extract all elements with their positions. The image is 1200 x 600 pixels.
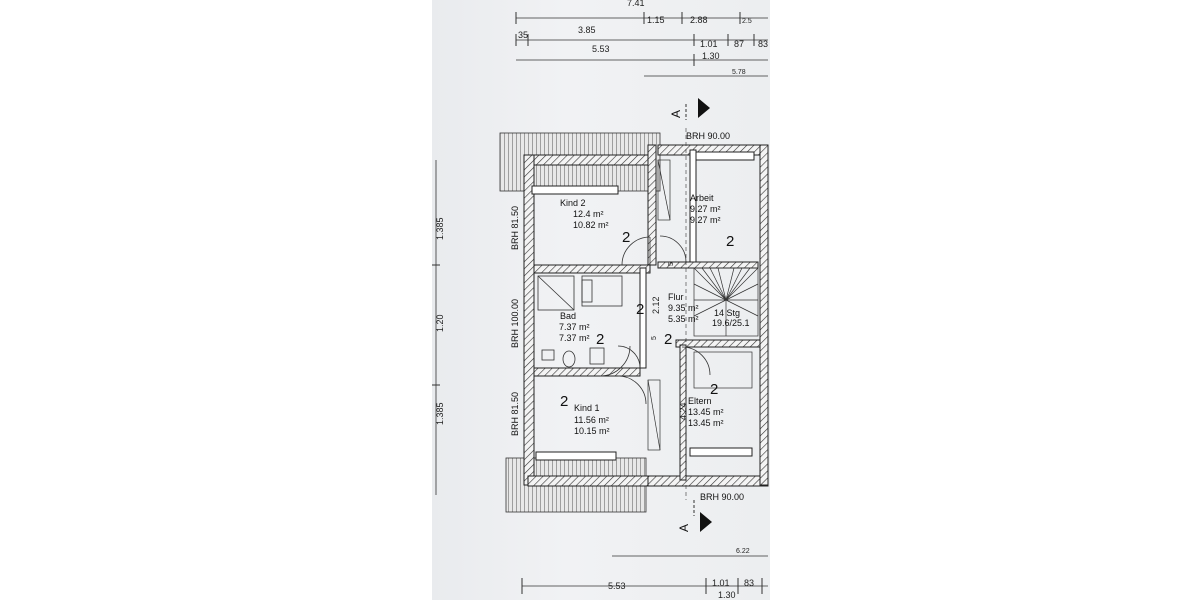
dim-row2-3: 1.01: [700, 39, 718, 49]
room-count-arbeit: 2: [726, 233, 734, 250]
dim-top-4: 2.5: [742, 18, 752, 25]
dim-bottom-1: 5.53: [608, 581, 626, 591]
room-name-eltern: Eltern: [688, 396, 712, 406]
bottom-dimension-chain: 6.22 5.53 1.01 83 1.30: [521, 548, 768, 600]
dim-left-3: 1.385: [435, 402, 445, 425]
dim-left-2: 1.20: [435, 314, 445, 332]
dim-row2-5: 83: [758, 39, 768, 49]
dim-row2-2: 5.53: [592, 44, 610, 54]
room-area1-bad: 7.37 m²: [559, 322, 590, 332]
dim-small-top: 5.78: [732, 69, 746, 76]
dim-top-1: 3.85: [578, 25, 596, 35]
room-area2-kind1: 10.15 m²: [574, 426, 610, 436]
stair-steps: 14 Stg: [714, 308, 740, 318]
room-eltern[interactable]: Eltern 13.45 m² 13.45 m² 2: [688, 381, 724, 428]
dim-bottom-4: 1.30: [718, 590, 736, 600]
section-marker-bottom: A: [677, 500, 712, 532]
floor-plan: 7.41 3.85 1.15 2.88 2.5 35 5.53 1.01 87 …: [432, 0, 769, 600]
brh-left-3: BRH 81.50: [510, 392, 520, 436]
left-dimension-chain: 1.385 1.20 1.385: [432, 160, 445, 495]
door-swings: [599, 235, 711, 405]
room-name-kind1: Kind 1: [574, 403, 600, 413]
dim-top-2: 1.15: [647, 15, 665, 25]
dim-row3-1: 1.30: [702, 51, 720, 61]
room-area2-bad: 7.37 m²: [559, 333, 590, 343]
room-area2-kind2: 10.82 m²: [573, 220, 609, 230]
room-count-eltern: 2: [710, 381, 718, 398]
room-name-arbeit: Arbeit: [690, 193, 714, 203]
dim-bottom-3: 83: [744, 578, 754, 588]
room-name-kind2: Kind 2: [560, 198, 586, 208]
brh-top: BRH 90.00: [686, 131, 730, 141]
room-bad[interactable]: Bad 7.37 m² 7.37 m² 2 2: [559, 301, 644, 348]
room-arbeit[interactable]: Arbeit 9.27 m² 9.27 m² 2: [690, 193, 734, 250]
room-area2-flur: 5.35 m²: [668, 314, 699, 324]
room-name-flur: Flur: [668, 292, 684, 302]
dim-bottom-2: 1.01: [712, 578, 730, 588]
window-kind2: [531, 185, 619, 195]
window-eltern: [689, 447, 753, 457]
room-area1-flur: 9.35 m²: [668, 303, 699, 313]
room-area2-arbeit: 9.27 m²: [690, 215, 721, 225]
closets: [647, 159, 753, 451]
brh-bottom: BRH 90.00: [700, 492, 744, 502]
brh-left-2: BRH 100.00: [510, 299, 520, 348]
stair-ratio: 19.6/25.1: [712, 318, 750, 328]
dim-small-b: 5: [651, 336, 658, 340]
room-count-kind2: 2: [622, 229, 630, 246]
dim-eltern-width: 4.24: [678, 402, 688, 420]
staircase: [693, 267, 759, 337]
room-area1-arbeit: 9.27 m²: [690, 204, 721, 214]
interior-walls: [533, 144, 761, 481]
dim-small-a: 5: [668, 262, 675, 266]
room-area1-eltern: 13.45 m²: [688, 407, 724, 417]
svg-text:A: A: [669, 110, 683, 118]
dim-top-3: 2.88: [690, 15, 708, 25]
room-kind-1[interactable]: Kind 1 11.56 m² 10.15 m² 2: [560, 393, 610, 436]
room-count-flur: 2: [664, 331, 672, 348]
room-flur[interactable]: Flur 9.35 m² 5.35 m² 2: [664, 292, 699, 348]
dim-total: 7.41: [627, 0, 645, 8]
room-name-bad: Bad: [560, 311, 576, 321]
dim-row2-1: 35: [518, 30, 528, 40]
bath-fixtures: [537, 275, 623, 368]
room-area1-kind2: 12.4 m²: [573, 209, 604, 219]
room-area2-eltern: 13.45 m²: [688, 418, 724, 428]
dim-left-1: 1.385: [435, 217, 445, 240]
section-marker-top: A: [669, 98, 710, 120]
room-area1-kind1: 11.56 m²: [574, 415, 609, 425]
dim-row2-4: 87: [734, 39, 744, 49]
room-kind-2[interactable]: Kind 2 12.4 m² 10.82 m² 2: [560, 198, 630, 246]
svg-text:A: A: [677, 524, 691, 532]
brh-left-1: BRH 81.50: [510, 206, 520, 250]
room-count-bad-2: 2: [596, 331, 604, 348]
window-arbeit: [695, 151, 755, 161]
dim-flur-width: 2.12: [651, 296, 661, 314]
window-kind1: [535, 451, 617, 461]
room-count-bad: 2: [636, 301, 644, 318]
room-count-kind1: 2: [560, 393, 568, 410]
top-dimension-chain: 7.41 3.85 1.15 2.88 2.5 35 5.53 1.01 87 …: [515, 0, 768, 77]
dim-small-bottom: 6.22: [736, 548, 750, 555]
plan-sheet: 7.41 3.85 1.15 2.88 2.5 35 5.53 1.01 87 …: [432, 0, 770, 600]
